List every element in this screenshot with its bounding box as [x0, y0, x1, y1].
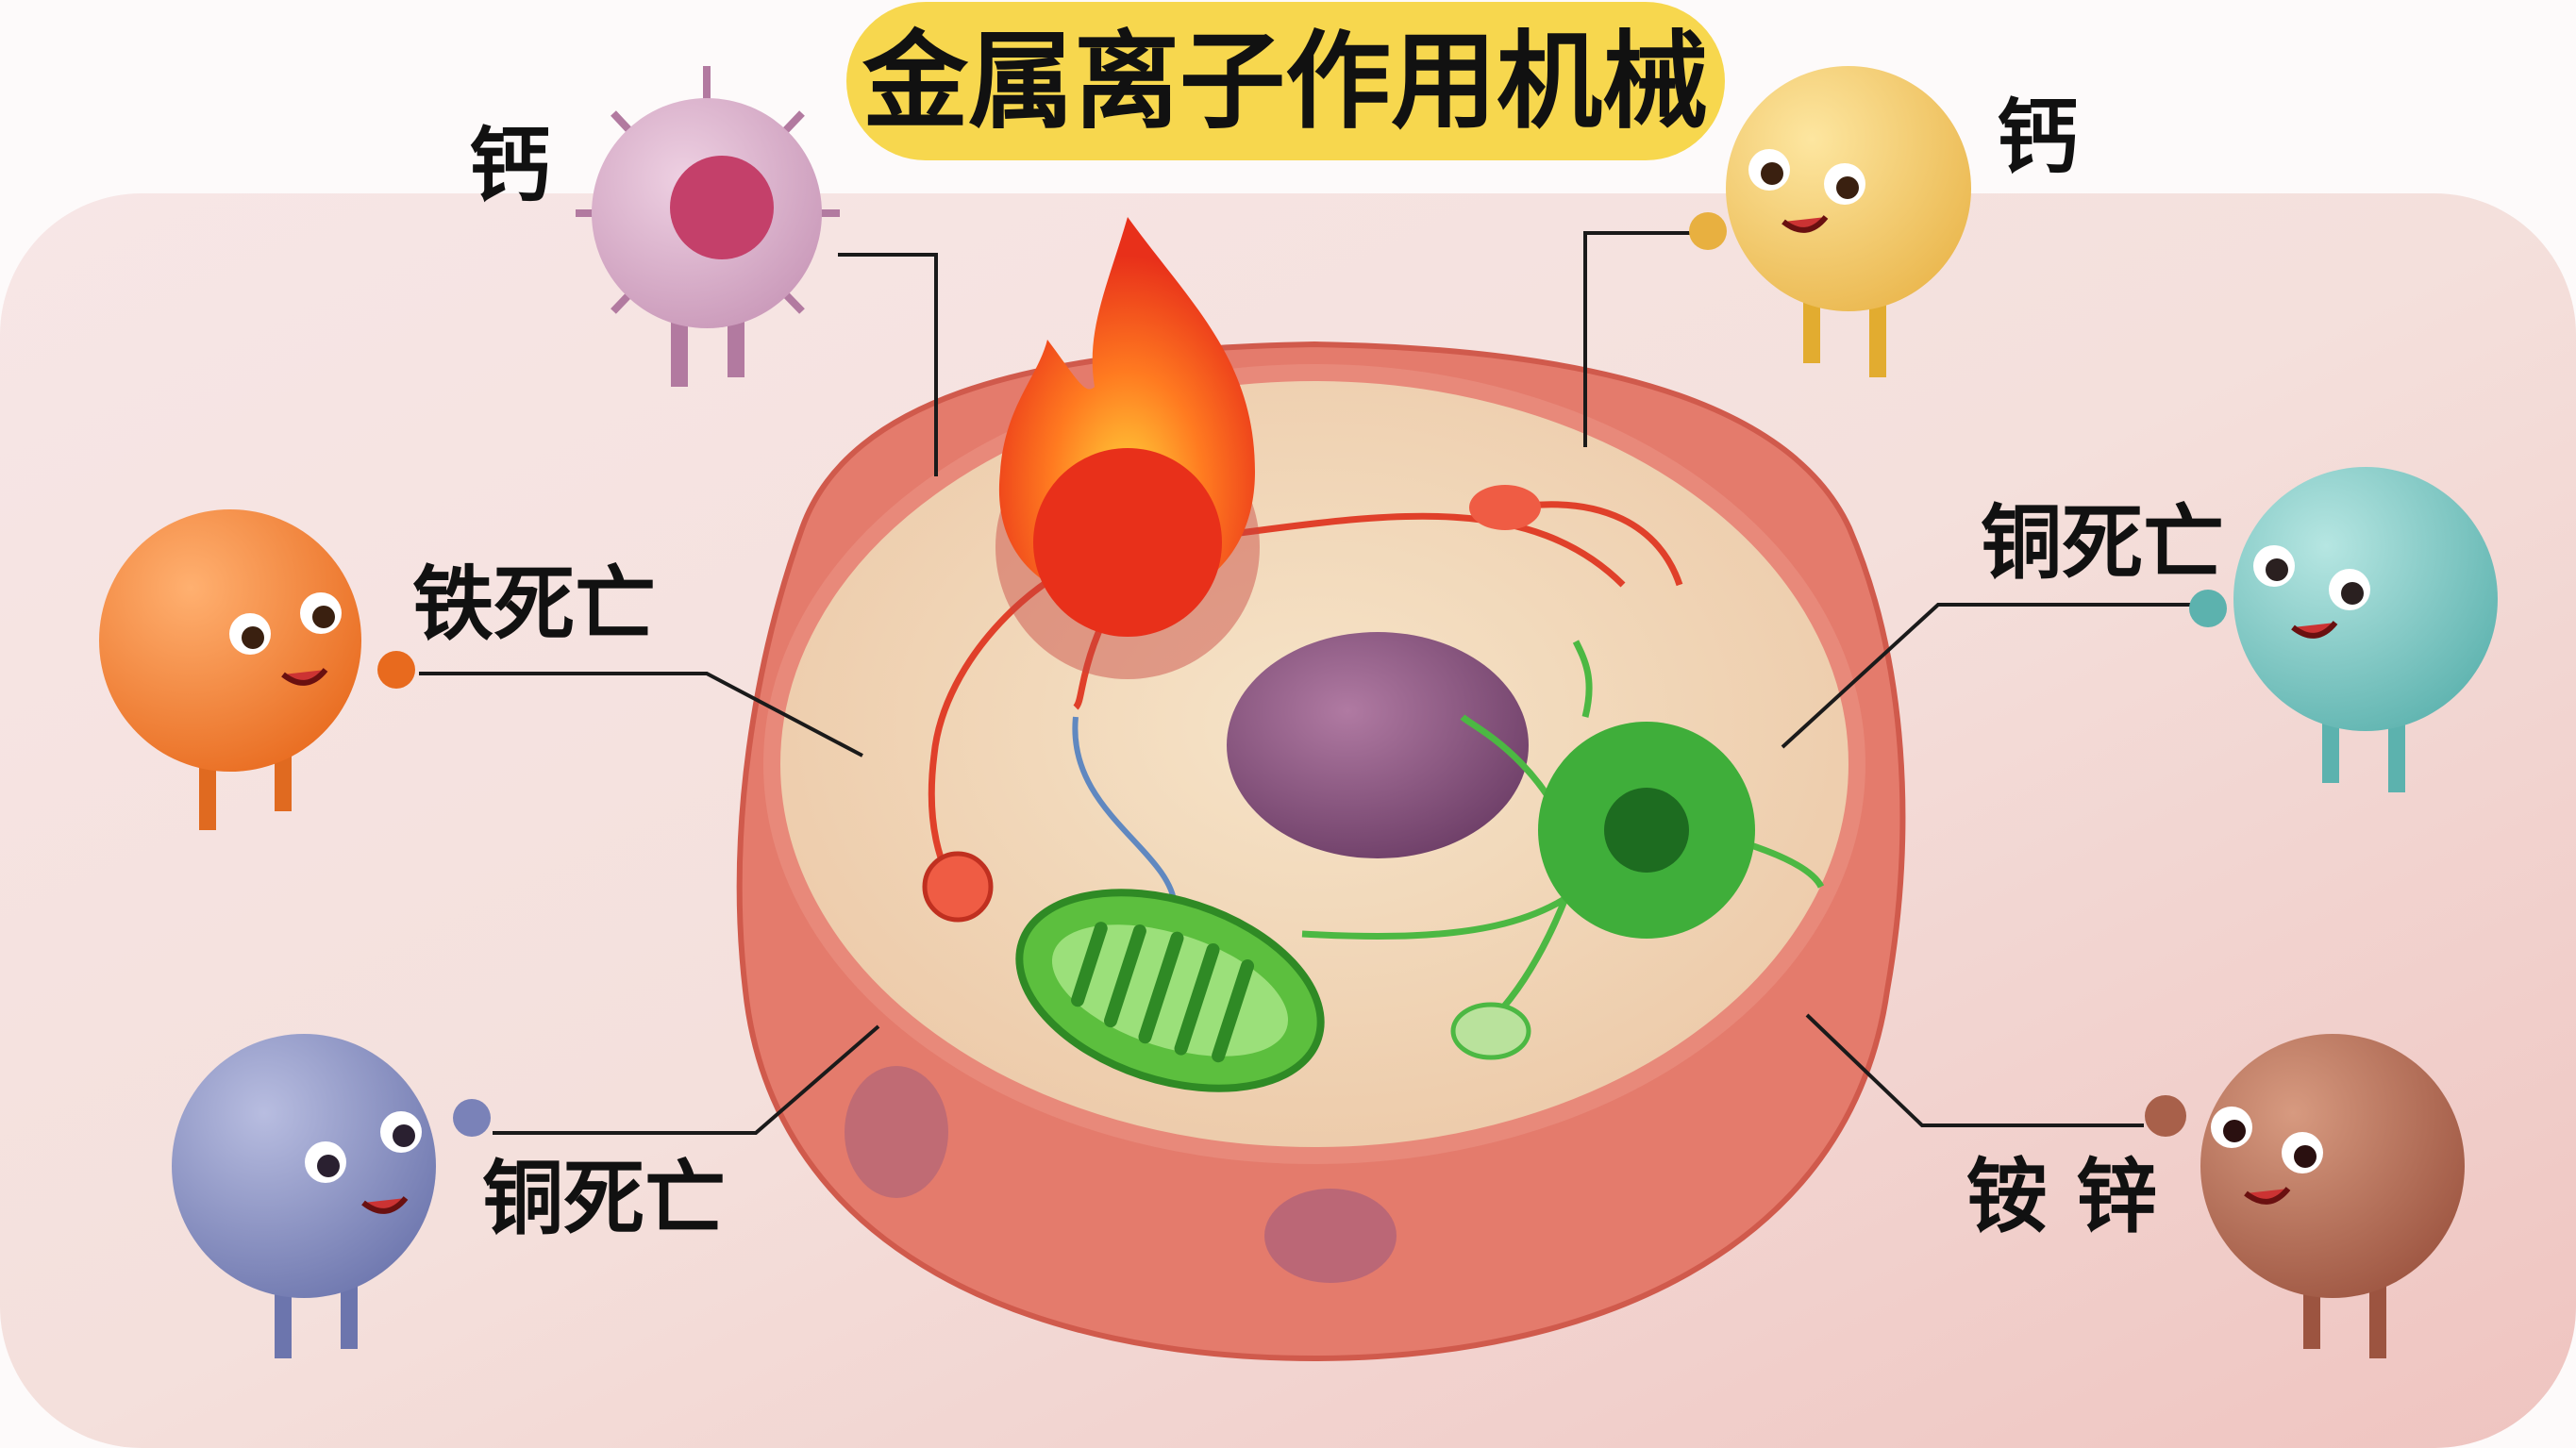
purple-virus-character — [576, 66, 840, 387]
orange-character — [99, 509, 415, 830]
leader-line-cuproptosis-right — [1781, 603, 2193, 749]
label-ammonium-zinc: 铵 锌 — [1966, 1150, 2157, 1244]
leader-line-ammonium-zinc — [1805, 1013, 2144, 1127]
brown-character — [2145, 1034, 2465, 1358]
leader-line-calcium-left — [838, 253, 938, 476]
title-pill — [846, 2, 1725, 160]
yellow-character — [1689, 66, 1971, 377]
label-cuproptosis-left: 铜死亡 — [482, 1152, 726, 1246]
nucleus — [1227, 632, 1529, 858]
label-ferroptosis: 铁死亡 — [412, 558, 656, 652]
leader-line-calcium-right — [1583, 231, 1700, 447]
page-title: 金属离子作用机械 — [861, 21, 1708, 143]
cell — [736, 217, 1906, 1362]
label-calcium-left: 钙 — [469, 119, 550, 213]
label-cuproptosis-right: 铜死亡 — [1981, 496, 2224, 591]
mitochondrion — [1015, 889, 1325, 1092]
leader-line-cuproptosis-left — [493, 1024, 880, 1135]
green-organelle — [1301, 640, 1825, 1060]
leader-line-ferroptosis — [419, 672, 863, 757]
blue-character — [172, 1034, 491, 1358]
label-calcium-right: 钙 — [1997, 91, 2078, 185]
teal-character — [2189, 467, 2498, 792]
fire-organelle — [995, 217, 1260, 679]
